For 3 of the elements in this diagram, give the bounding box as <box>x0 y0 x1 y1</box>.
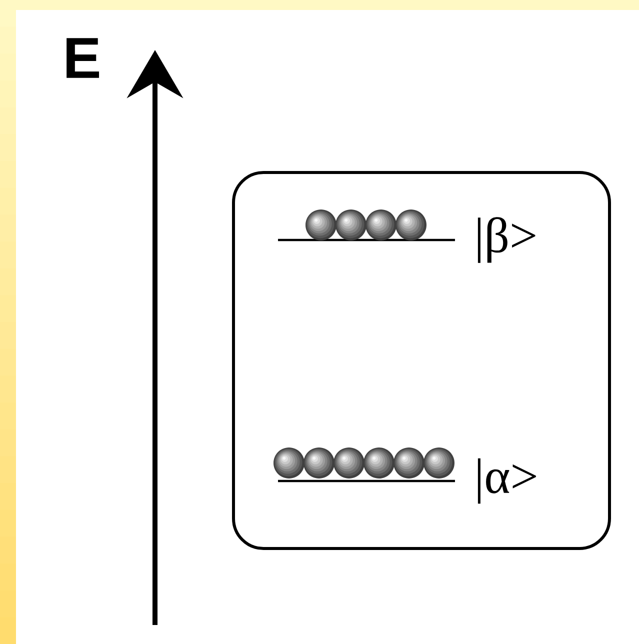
ket-label: |α> <box>478 458 536 504</box>
axis-label: E <box>66 38 99 78</box>
ket-label: |β> <box>478 217 536 263</box>
